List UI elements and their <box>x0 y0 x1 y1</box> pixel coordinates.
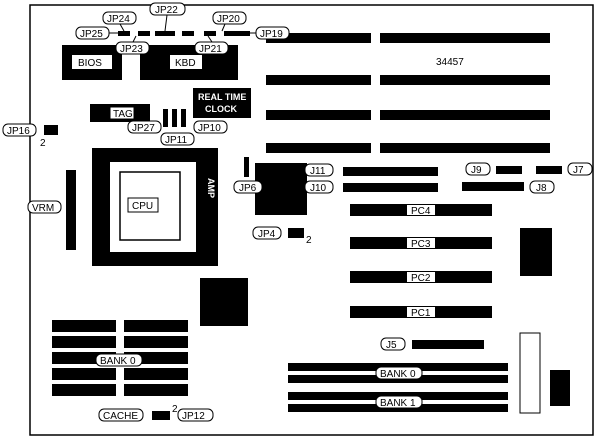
jp4-label: JP4 <box>258 229 276 240</box>
top-jumper-strip <box>118 31 250 36</box>
j8-label: J8 <box>536 183 547 194</box>
j7-label: J7 <box>573 165 584 176</box>
jp11-label: JP11 <box>165 135 187 146</box>
rtc-label-line1: REAL TIME <box>198 92 246 102</box>
j9-header <box>496 166 522 174</box>
power-connector <box>519 332 541 414</box>
pc4-label: PC4 <box>411 206 431 217</box>
j5-header <box>412 340 484 349</box>
kbd-label: KBD <box>175 58 196 69</box>
jp10-label: JP10 <box>198 123 221 134</box>
jp20-label: JP20 <box>217 14 240 25</box>
jp27-label: JP27 <box>132 123 155 134</box>
jp16-label: JP16 <box>7 126 30 137</box>
simm-bank0-label: BANK 0 <box>380 369 416 380</box>
jp16-header <box>44 125 58 135</box>
jp24-label: JP24 <box>107 14 130 25</box>
vrm-label: VRM <box>32 203 54 214</box>
rtc-label-line2: CLOCK <box>205 104 237 114</box>
cache-bank-label: BANK 0 <box>100 356 136 367</box>
chipset-north <box>255 163 307 215</box>
pc2-label: PC2 <box>411 273 431 284</box>
jp21-label: JP21 <box>199 44 222 55</box>
chipset-south <box>200 278 248 326</box>
bios-label: BIOS <box>78 58 102 69</box>
chipset-right <box>520 228 552 276</box>
io-connector <box>550 370 570 406</box>
cpu-label: CPU <box>132 201 153 212</box>
j10-header <box>343 183 438 192</box>
vrm-connector <box>66 170 76 250</box>
isa-slots <box>266 33 550 153</box>
j7-header <box>536 166 562 174</box>
jp12-header <box>152 411 170 420</box>
j5-label: J5 <box>386 340 397 351</box>
jp19-label: JP19 <box>260 29 283 40</box>
amp-label: AMP <box>206 178 216 198</box>
jp25-label: JP25 <box>80 29 103 40</box>
jp4-pin-label: 2 <box>306 235 312 246</box>
pc3-label: PC3 <box>411 239 431 250</box>
jp12-pin-label: 2 <box>172 404 178 415</box>
jp16-pin-label: 2 <box>40 138 46 149</box>
jp22-label: JP22 <box>155 5 178 16</box>
j8-header <box>462 182 524 191</box>
j10-label: J10 <box>310 183 327 194</box>
jp23-label: JP23 <box>120 44 143 55</box>
rtc-chip <box>193 88 251 118</box>
j11-header <box>343 167 438 176</box>
j9-label: J9 <box>471 165 482 176</box>
simm-bank1-label: BANK 1 <box>380 398 416 409</box>
jp4-header <box>288 228 304 238</box>
jp6-label: JP6 <box>239 183 257 194</box>
cache-label: CACHE <box>103 411 138 422</box>
j11-label: J11 <box>310 166 326 177</box>
pc1-label: PC1 <box>411 308 431 319</box>
tag-label: TAG <box>113 109 133 120</box>
board-id-text: 34457 <box>436 57 464 68</box>
jp12-label: JP12 <box>182 411 205 422</box>
